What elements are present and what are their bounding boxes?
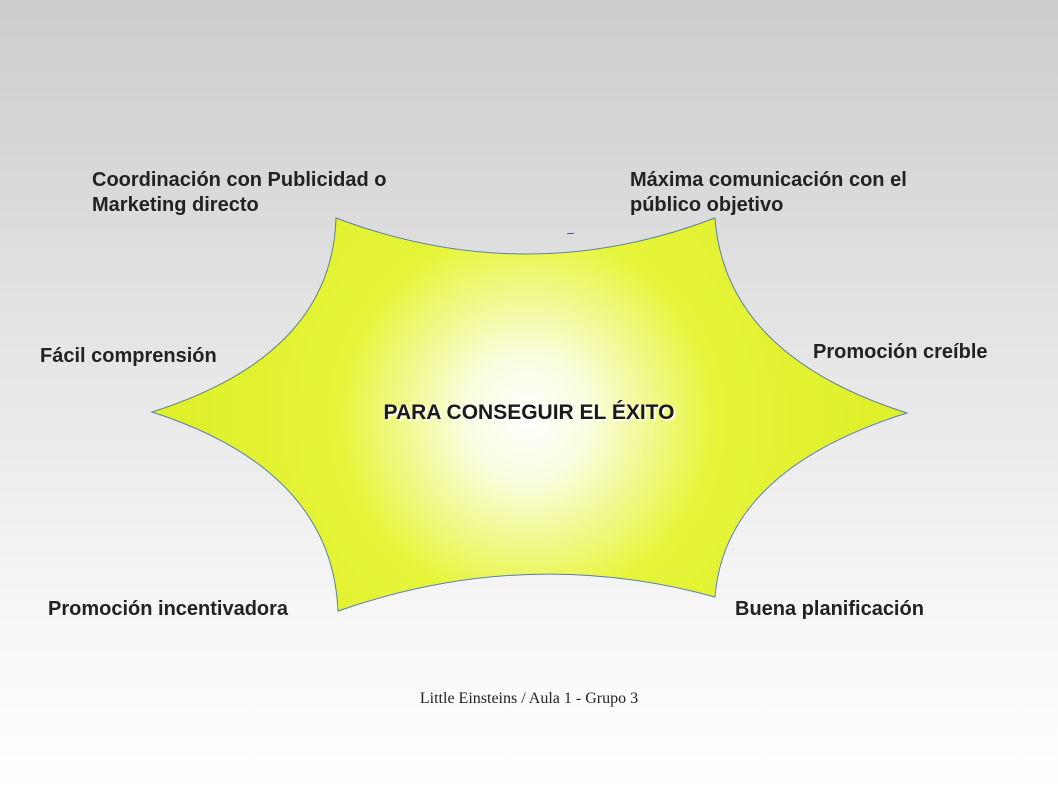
label-line: Coordinación con Publicidad o bbox=[92, 169, 387, 191]
label-promocion-creible: Promoción creíble bbox=[813, 341, 988, 363]
label-facil-comprension: Fácil comprensión bbox=[40, 345, 217, 367]
label-promocion-incentivadora: Promoción incentivadora bbox=[48, 598, 289, 620]
label-buena-planificacion: Buena planificación bbox=[735, 598, 924, 620]
footer-text: Little Einsteins / Aula 1 - Grupo 3 bbox=[419, 690, 639, 707]
six-point-star bbox=[150, 217, 909, 612]
label-line: Marketing directo bbox=[92, 194, 259, 216]
label-coordinacion: Coordinación con Publicidad o Marketing … bbox=[92, 168, 386, 218]
label-line: Máxima comunicación con el bbox=[630, 169, 907, 191]
center-title: PARA CONSEGUIR EL ÉXITO bbox=[383, 401, 675, 424]
label-line: público objetivo bbox=[630, 194, 784, 216]
label-maxima-comunicacion: Máxima comunicación con el público objet… bbox=[630, 168, 907, 218]
small-underline-mark bbox=[567, 233, 574, 234]
